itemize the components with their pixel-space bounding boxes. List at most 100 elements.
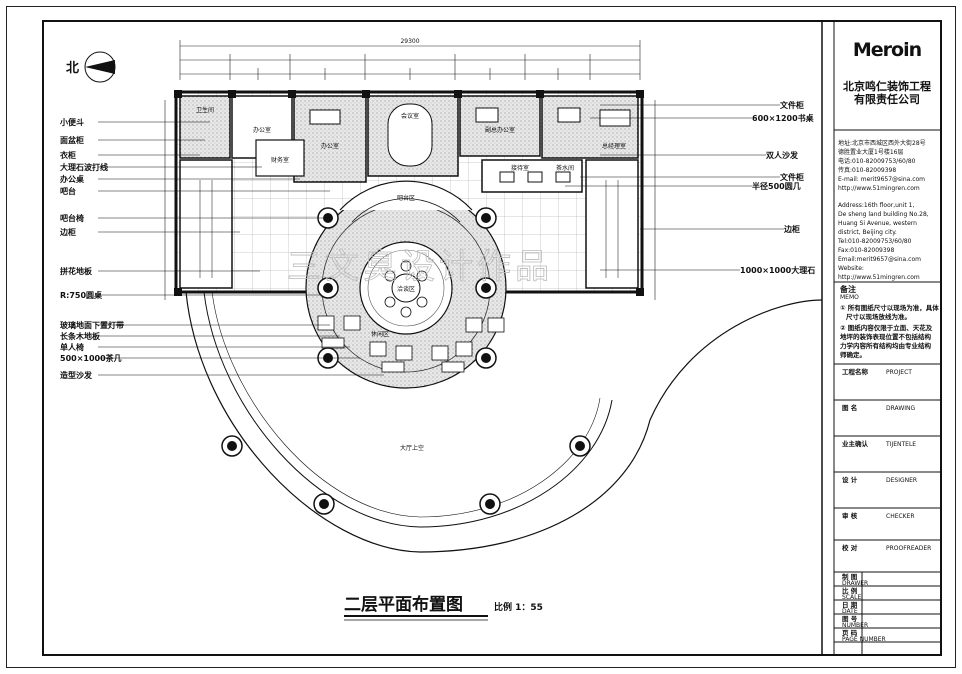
drawing-scale: 比例 1：55 — [494, 601, 543, 613]
right-leaders — [565, 104, 784, 271]
callout-round-table: R:750圆桌 — [60, 290, 103, 300]
callout-marble-border: 大理石波打线 — [60, 162, 108, 172]
address-en-tel: Tel:010-82009753/60/80 — [837, 238, 912, 245]
company-logo-text: Meroin — [853, 39, 922, 61]
left-leaders — [98, 121, 384, 376]
memo-note1-a: ① 所有图纸尺寸以现场为准，具体 — [840, 303, 939, 312]
callout-parquet: 拼花地板 — [60, 266, 93, 276]
north-arrow — [84, 51, 116, 83]
page-label-en: PAGE NUMBER — [842, 636, 886, 643]
callout-single-chair: 单人椅 — [60, 342, 84, 352]
callout-bar-stool: 吧台椅 — [60, 213, 84, 223]
client-label-cn: 业主确认 — [842, 439, 869, 448]
left-callouts: 小便斗 面盆柜 衣柜 大理石波打线 办公桌 吧台 吧台椅 边柜 拼花地板 R:7… — [59, 117, 124, 380]
callout-feature-sofa: 造型沙发 — [60, 370, 93, 380]
drawer-label-en: DRAWER — [842, 580, 868, 587]
proof-label-cn: 校 对 — [842, 543, 858, 552]
north-label: 北 — [66, 61, 79, 76]
label-negotiation: 洽谈区 — [397, 285, 415, 293]
date-label-cn: 日 期 — [842, 600, 858, 609]
room-toilet: 卫生间 — [196, 106, 214, 114]
designer-label-cn: 设 计 — [842, 475, 858, 484]
address-en-web-label: Website: — [838, 265, 864, 272]
number-label-en: NUMBER — [842, 622, 868, 629]
address-en-1: Address:16th floor,unit 1, — [838, 202, 914, 209]
room-vice-office: 副总办公室 — [485, 126, 515, 134]
number-label-cn: 图 号 — [842, 614, 858, 623]
memo-note2-c: 力学内容所有结构均由专业结构 — [840, 341, 932, 350]
callout-glass-floor-light: 玻璃地面下置灯带 — [60, 320, 124, 330]
proof-label-en: PROOFREADER — [886, 545, 931, 552]
scale-label-cn: 比 例 — [842, 586, 858, 595]
address-en-fax: Fax:010-82009398 — [838, 247, 894, 254]
room-pantry: 茶水间 — [556, 164, 574, 172]
total-dimension: 29300 — [400, 38, 419, 45]
sheet-outer-border — [6, 6, 956, 668]
address-en-2: De sheng land building No.28, — [838, 211, 929, 218]
address-en-email: Email:merit9657@sina.com — [838, 256, 921, 263]
company-logo — [846, 38, 928, 60]
project-label-cn: 工程名称 — [842, 367, 869, 376]
label-rest: 休闲区 — [371, 330, 389, 338]
callout-file-cabinet-2: 文件柜 — [780, 172, 804, 182]
room-office-a: 办公室 — [253, 126, 271, 134]
callout-desk: 办公桌 — [60, 174, 85, 184]
scale-label-en: SCALE — [842, 594, 861, 601]
sheet-inner-border — [42, 20, 942, 656]
memo-title-en: MEMO — [840, 294, 859, 301]
drawing-title: 二层平面布置图 — [344, 594, 463, 615]
drawing-label-cn: 图 名 — [842, 403, 857, 412]
callout-basin-cabinet: 面盆柜 — [60, 135, 84, 145]
callout-wardrobe: 衣柜 — [60, 150, 76, 160]
lounge-furniture — [317, 260, 505, 373]
client-label-en: TIJENTELE — [885, 441, 916, 448]
memo-note1-b: 尺寸以现场放线为准。 — [846, 312, 911, 321]
callout-file-cabinet-1: 文件柜 — [780, 100, 804, 110]
room-office-b: 办公室 — [321, 142, 339, 150]
callout-coffee-table: 500×1000茶几 — [60, 353, 122, 363]
right-callouts: 文件柜 600×1200书桌 双人沙发 文件柜 半径500圆几 边柜 1000×… — [740, 100, 815, 275]
fax-cn: 传真:010-82009398 — [838, 166, 896, 174]
company-name-2: 有限责任公司 — [854, 92, 920, 106]
memo-note2-b: 地坪的装饰表现位置不包括结构 — [840, 332, 932, 341]
callout-marble-1000: 1000×1000大理石 — [740, 265, 815, 275]
callout-round-side-table: 半径500圆几 — [752, 181, 801, 191]
tel-cn: 电话:010-82009753/60/80 — [838, 157, 916, 165]
label-void: 大厅上空 — [400, 444, 424, 452]
page-label-cn: 页 码 — [842, 629, 858, 637]
company-name-1: 北京鸣仁装饰工程 — [843, 79, 931, 93]
room-gm-office: 总经理室 — [602, 142, 626, 150]
memo-title-cn: 备注 — [839, 284, 856, 294]
callout-loveseat: 双人沙发 — [766, 150, 799, 160]
date-label-en: DATE — [842, 608, 858, 615]
drawing-label-en: DRAWING — [886, 405, 916, 412]
checker-label-en: CHECKER — [886, 513, 915, 520]
dimension-lines — [164, 40, 656, 300]
callout-desk-600x1200: 600×1200书桌 — [752, 113, 815, 123]
address-cn-1: 地址:北京市西城区西外大街28号 — [838, 139, 926, 147]
designer-label-en: DESIGNER — [886, 477, 917, 484]
project-label-en: PROJECT — [886, 369, 912, 376]
address-en-4: district, Beijing city. — [838, 229, 897, 236]
memo-note2-a: ② 图纸内容仅限于立面、天花及 — [840, 323, 933, 332]
memo-note2-d: 师确定。 — [840, 350, 866, 359]
callout-side-cabinet: 边柜 — [59, 227, 76, 237]
callout-strip-wood-floor: 长条木地板 — [60, 331, 101, 341]
checker-label-cn: 审 核 — [842, 511, 858, 520]
callout-bar: 吧台 — [60, 186, 76, 196]
atrium-curves — [185, 291, 823, 553]
watermark-text: 三文臭设计作品 — [287, 247, 553, 287]
address-cn-2: 德胜置业大厦1号楼16层 — [838, 148, 903, 156]
address-en-3: Huang Si Avenue, western — [838, 220, 917, 227]
drawer-label-cn: 制 图 — [842, 572, 858, 581]
title-block: Meroin 北京鸣仁装饰工程 有限责任公司 地址:北京市西城区西外大街28号 … — [821, 20, 942, 656]
email-cn: E-mail: merit9657@sina.com — [838, 176, 925, 183]
callout-urinal: 小便斗 — [59, 117, 84, 127]
callout-side-cabinet-right: 边柜 — [783, 224, 800, 234]
room-finance: 财务室 — [271, 156, 289, 164]
room-reception: 接待室 — [511, 164, 529, 172]
website-cn: http://www.51mingren.com — [838, 185, 920, 192]
address-en-web: http://www.51mingren.com — [838, 274, 920, 281]
room-meeting: 会议室 — [401, 112, 419, 120]
